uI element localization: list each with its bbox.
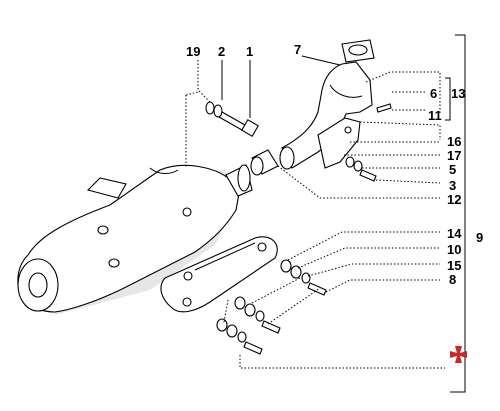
neck-clamp bbox=[237, 164, 251, 192]
mounting-plate bbox=[160, 236, 278, 313]
label-12: 12 bbox=[447, 192, 461, 207]
label-10: 10 bbox=[447, 242, 461, 257]
label-19: 19 bbox=[186, 44, 200, 59]
muffler-bracket bbox=[86, 177, 127, 199]
muffler bbox=[17, 164, 253, 315]
muffler-outlet bbox=[28, 272, 48, 298]
label-6: 6 bbox=[430, 86, 437, 101]
label-1: 1 bbox=[246, 44, 253, 59]
bolt-11 bbox=[376, 103, 392, 113]
label-17: 17 bbox=[447, 148, 461, 163]
label-9: 9 bbox=[476, 230, 483, 245]
label-16: 16 bbox=[447, 134, 461, 149]
label-5: 5 bbox=[449, 162, 456, 177]
label-2: 2 bbox=[218, 44, 225, 59]
muffler-stud-a bbox=[97, 225, 109, 235]
label-15: 15 bbox=[447, 258, 461, 273]
label-8: 8 bbox=[449, 272, 456, 287]
label-3: 3 bbox=[449, 178, 456, 193]
bolt-1 bbox=[218, 111, 246, 131]
label-14: 14 bbox=[447, 226, 462, 241]
washer-2 bbox=[213, 104, 223, 118]
label-13: 13 bbox=[451, 86, 465, 101]
washer-19 bbox=[205, 101, 215, 115]
leader-lines bbox=[185, 34, 466, 393]
part-labels: 19 2 1 7 6 13 11 16 17 5 3 12 14 10 15 8… bbox=[186, 42, 483, 287]
red-cross-badge-icon bbox=[450, 346, 467, 363]
exhaust-pipe bbox=[279, 39, 375, 170]
muffler-stud-b bbox=[108, 258, 120, 268]
coupling-sleeve bbox=[250, 149, 279, 176]
label-7: 7 bbox=[294, 42, 301, 57]
label-11: 11 bbox=[428, 108, 442, 123]
muffler-stud-c bbox=[182, 207, 192, 217]
